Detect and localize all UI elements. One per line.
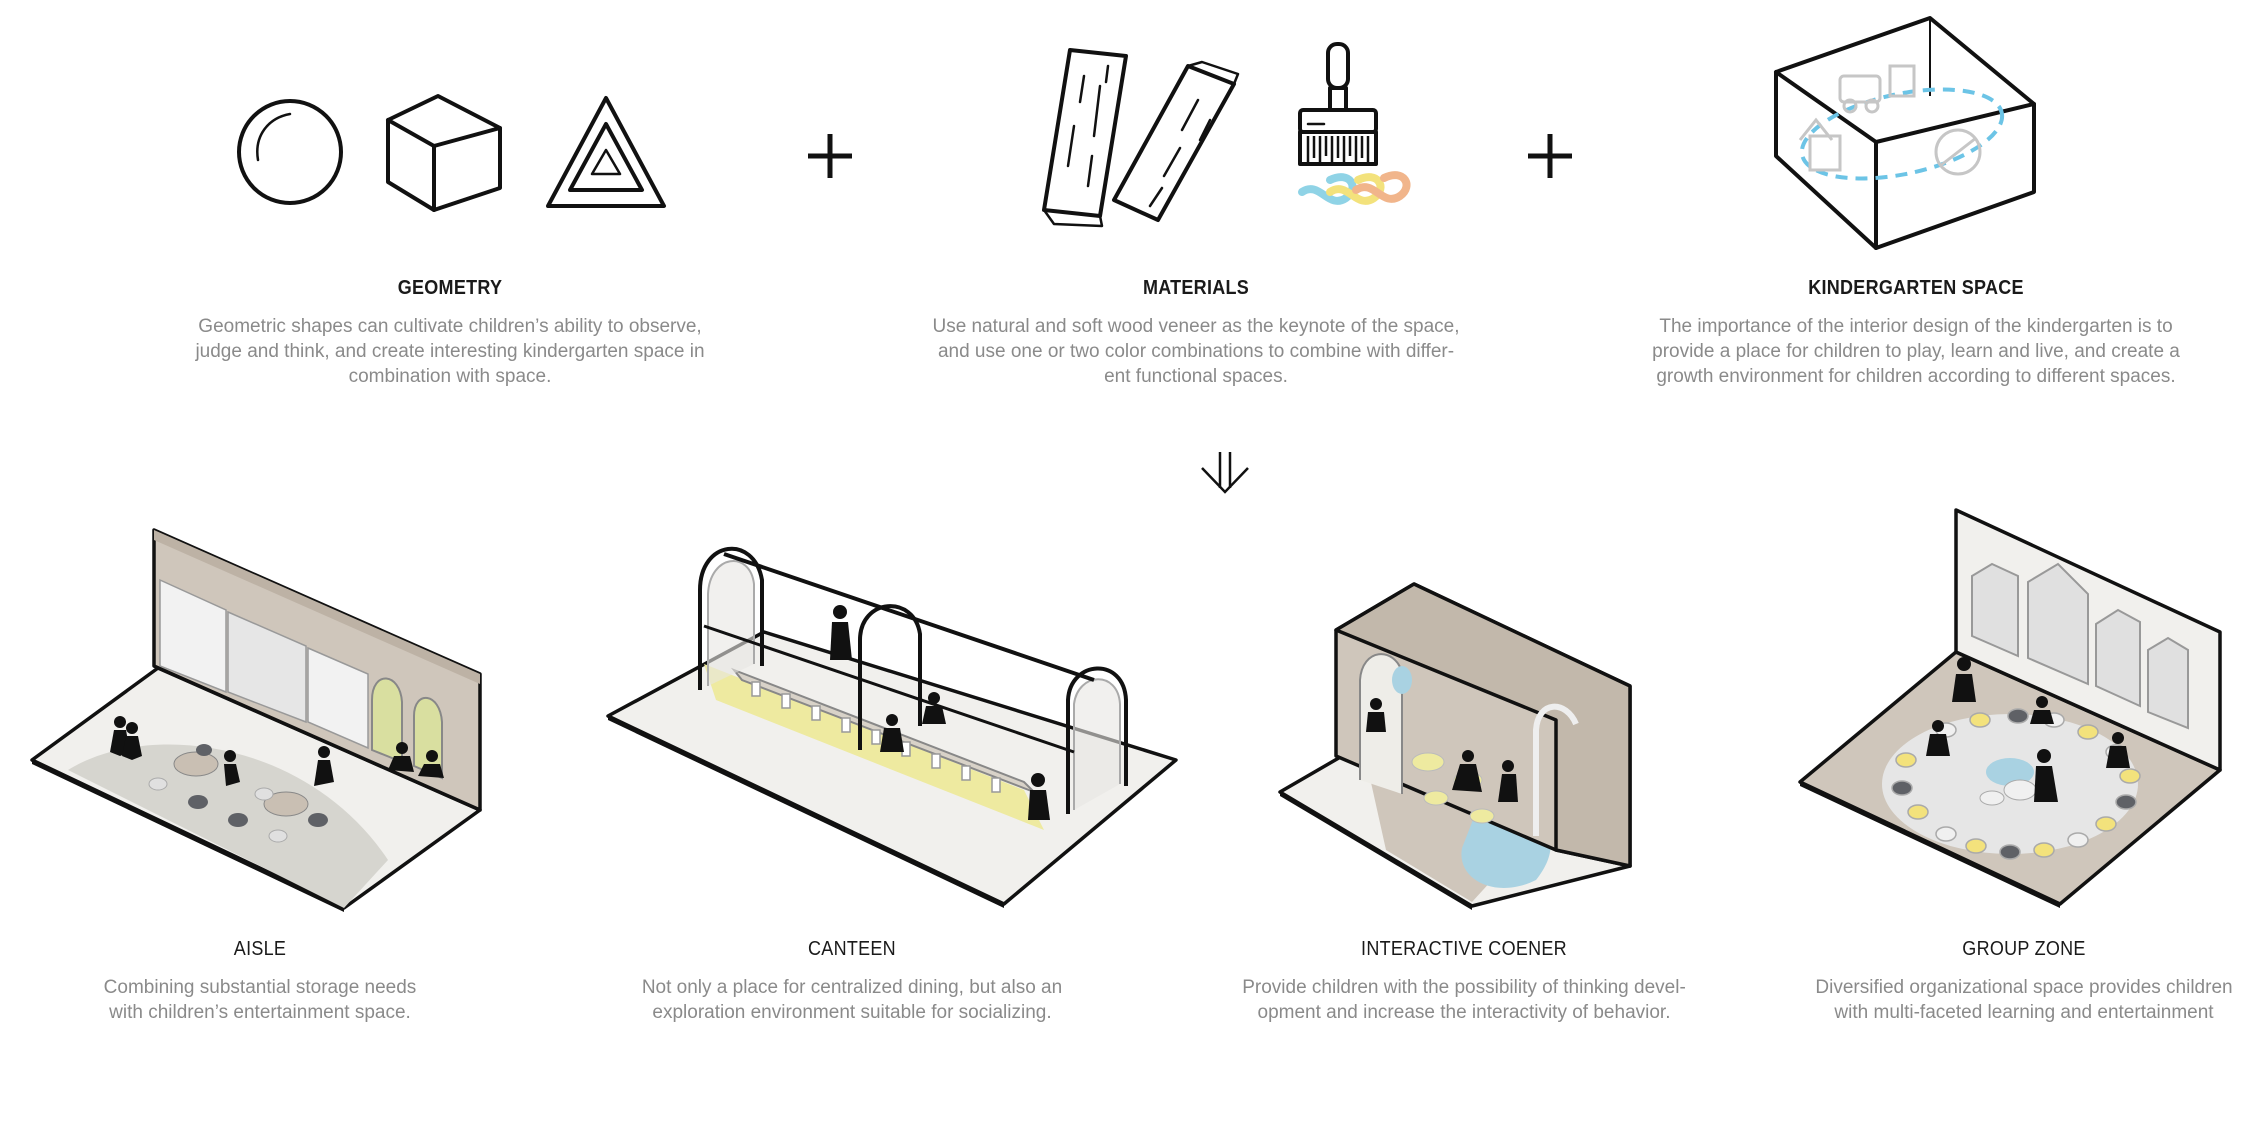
concept-desc-kindergarten-space: The importance of the interior design of… — [1652, 316, 2180, 387]
space-desc-interactive-corner: Provide children with the possibility of… — [1242, 977, 1686, 1023]
space-desc-canteen: Not only a place for centralized dining,… — [641, 977, 1063, 1023]
space-title-interactive-corner: INTERACTIVE COENER — [1361, 938, 1567, 960]
space-desc-aisle: Combining substantial storage needs with… — [103, 977, 417, 1023]
space-desc-group-zone: Diversified organizational space provide… — [1815, 977, 2233, 1023]
glass-box-icon — [1774, 16, 2036, 250]
plus-icon — [808, 134, 852, 178]
cube-icon — [386, 94, 502, 212]
triangle-icon — [546, 96, 666, 208]
plus-operator-label-2: + — [1538, 140, 1539, 141]
concept-title-kindergarten-space: KINDERGARTEN SPACE — [1808, 277, 2024, 299]
space-title-group-zone: GROUP ZONE — [1962, 938, 2086, 960]
canteen-illustration — [606, 546, 1178, 908]
wood-plank-icon — [1042, 48, 1128, 228]
plus-operator-label-1: + — [818, 140, 819, 141]
space-title-aisle: AISLE — [233, 938, 287, 960]
aisle-illustration — [30, 528, 482, 912]
plus-operator-2 — [1520, 118, 1580, 198]
group-zone-illustration — [1798, 508, 2222, 908]
concept-title-materials: MATERIALS — [1142, 277, 1250, 299]
interactive-corner-illustration — [1278, 582, 1632, 910]
concept-desc-materials: Use natural and soft wood veneer as the … — [932, 316, 1460, 387]
concept-desc-geometry: Geometric shapes can cultivate children’… — [195, 316, 705, 387]
circle-icon — [237, 99, 343, 205]
plus-icon — [1528, 134, 1572, 178]
concept-title-geometry: GEOMETRY — [397, 277, 503, 299]
double-arrow-down-icon — [1201, 452, 1249, 494]
space-title-canteen: CANTEEN — [808, 938, 896, 960]
plus-operator-1 — [800, 118, 860, 198]
wood-plank-icon — [1112, 60, 1240, 222]
paintbrush-icon — [1298, 42, 1411, 205]
